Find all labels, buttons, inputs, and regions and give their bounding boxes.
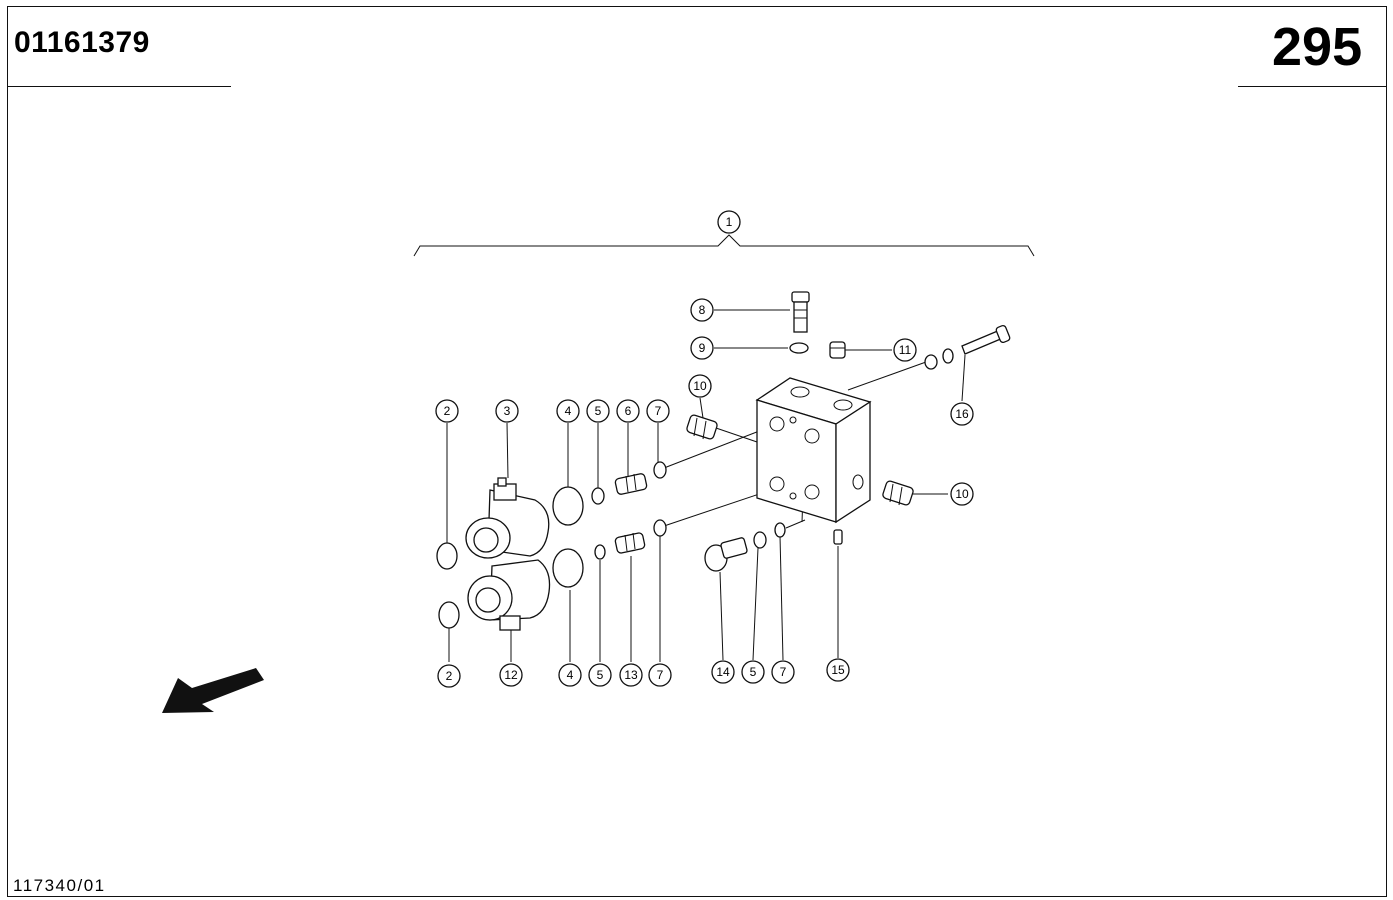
- ring-part-5-upper: [591, 487, 605, 505]
- callout-7: 7: [646, 399, 670, 423]
- callout-4: 4: [556, 399, 580, 423]
- ring-part-2-lower: [438, 601, 460, 629]
- callout-10: 10: [950, 482, 974, 506]
- assembly-brace: [413, 234, 1035, 257]
- ring-part-4-upper: [552, 486, 584, 526]
- screw-part-16: [924, 324, 1011, 370]
- svg-text:5: 5: [750, 665, 757, 679]
- solenoid-coil-part-12: [467, 559, 551, 631]
- drawing-reference: 117340/01: [13, 876, 106, 895]
- plug-part-11: [829, 341, 846, 359]
- ring-part-5-lower: [594, 544, 606, 560]
- svg-text:16: 16: [955, 407, 969, 421]
- fitting-part-10-upper: [686, 414, 718, 440]
- callout-16: 16: [950, 402, 974, 426]
- ring-part-7-upper: [653, 461, 667, 479]
- header-rule-left: [7, 86, 231, 87]
- callout-1: 1: [717, 210, 741, 234]
- ring-part-5-right: [753, 531, 767, 549]
- svg-text:11: 11: [899, 343, 912, 357]
- callout-15: 15: [826, 658, 850, 682]
- svg-text:1: 1: [726, 215, 733, 229]
- callout-12: 12: [499, 663, 523, 687]
- svg-text:8: 8: [699, 303, 706, 317]
- callout-14: 14: [711, 660, 735, 684]
- ring-part-2-upper: [436, 542, 458, 570]
- callout-5: 5: [588, 663, 612, 687]
- o-ring-part-9: [789, 342, 809, 354]
- callout-13: 13: [619, 663, 643, 687]
- callout-8: 8: [690, 298, 714, 322]
- valve-part-14: [704, 537, 748, 572]
- callout-7: 7: [771, 660, 795, 684]
- callout-6: 6: [616, 399, 640, 423]
- svg-text:15: 15: [831, 663, 845, 677]
- cartridge-part-13: [614, 532, 646, 554]
- header-rule-right: [1238, 86, 1387, 87]
- callout-4: 4: [558, 663, 582, 687]
- ring-part-7-lower: [653, 519, 667, 537]
- svg-text:3: 3: [504, 404, 511, 418]
- callout-5: 5: [741, 660, 765, 684]
- svg-text:12: 12: [504, 668, 518, 682]
- svg-text:2: 2: [446, 669, 453, 683]
- svg-text:4: 4: [567, 668, 574, 682]
- callout-5: 5: [586, 399, 610, 423]
- callout-10: 10: [688, 374, 712, 398]
- callout-9: 9: [690, 336, 714, 360]
- screw-part-15: [833, 529, 843, 545]
- cartridge-part-6: [614, 473, 648, 495]
- page-number: 295: [1272, 17, 1363, 77]
- callout-2: 2: [437, 664, 461, 688]
- svg-text:14: 14: [716, 665, 730, 679]
- svg-text:13: 13: [624, 668, 638, 682]
- svg-text:7: 7: [655, 404, 662, 418]
- callout-2: 2: [435, 399, 459, 423]
- svg-text:9: 9: [699, 341, 706, 355]
- callout-3: 3: [495, 399, 519, 423]
- doc-number: 01161379: [14, 26, 150, 59]
- svg-text:7: 7: [780, 665, 787, 679]
- svg-text:6: 6: [625, 404, 632, 418]
- svg-text:2: 2: [444, 404, 451, 418]
- leader-lines: [446, 309, 966, 662]
- solenoid-coil-part-3: [465, 477, 550, 559]
- direction-arrow: [162, 668, 264, 713]
- drawing-frame: [7, 6, 1387, 897]
- fitting-part-10-right: [882, 480, 914, 506]
- svg-text:5: 5: [597, 668, 604, 682]
- ring-part-4-lower: [552, 548, 584, 588]
- callout-11: 11: [893, 338, 917, 362]
- svg-text:10: 10: [955, 487, 969, 501]
- svg-text:5: 5: [595, 404, 602, 418]
- callout-7: 7: [648, 663, 672, 687]
- ring-part-7-right: [774, 522, 786, 538]
- svg-text:10: 10: [693, 379, 707, 393]
- valve-block: [755, 377, 872, 524]
- svg-text:4: 4: [565, 404, 572, 418]
- svg-text:7: 7: [657, 668, 664, 682]
- fitting-part-8: [791, 291, 810, 333]
